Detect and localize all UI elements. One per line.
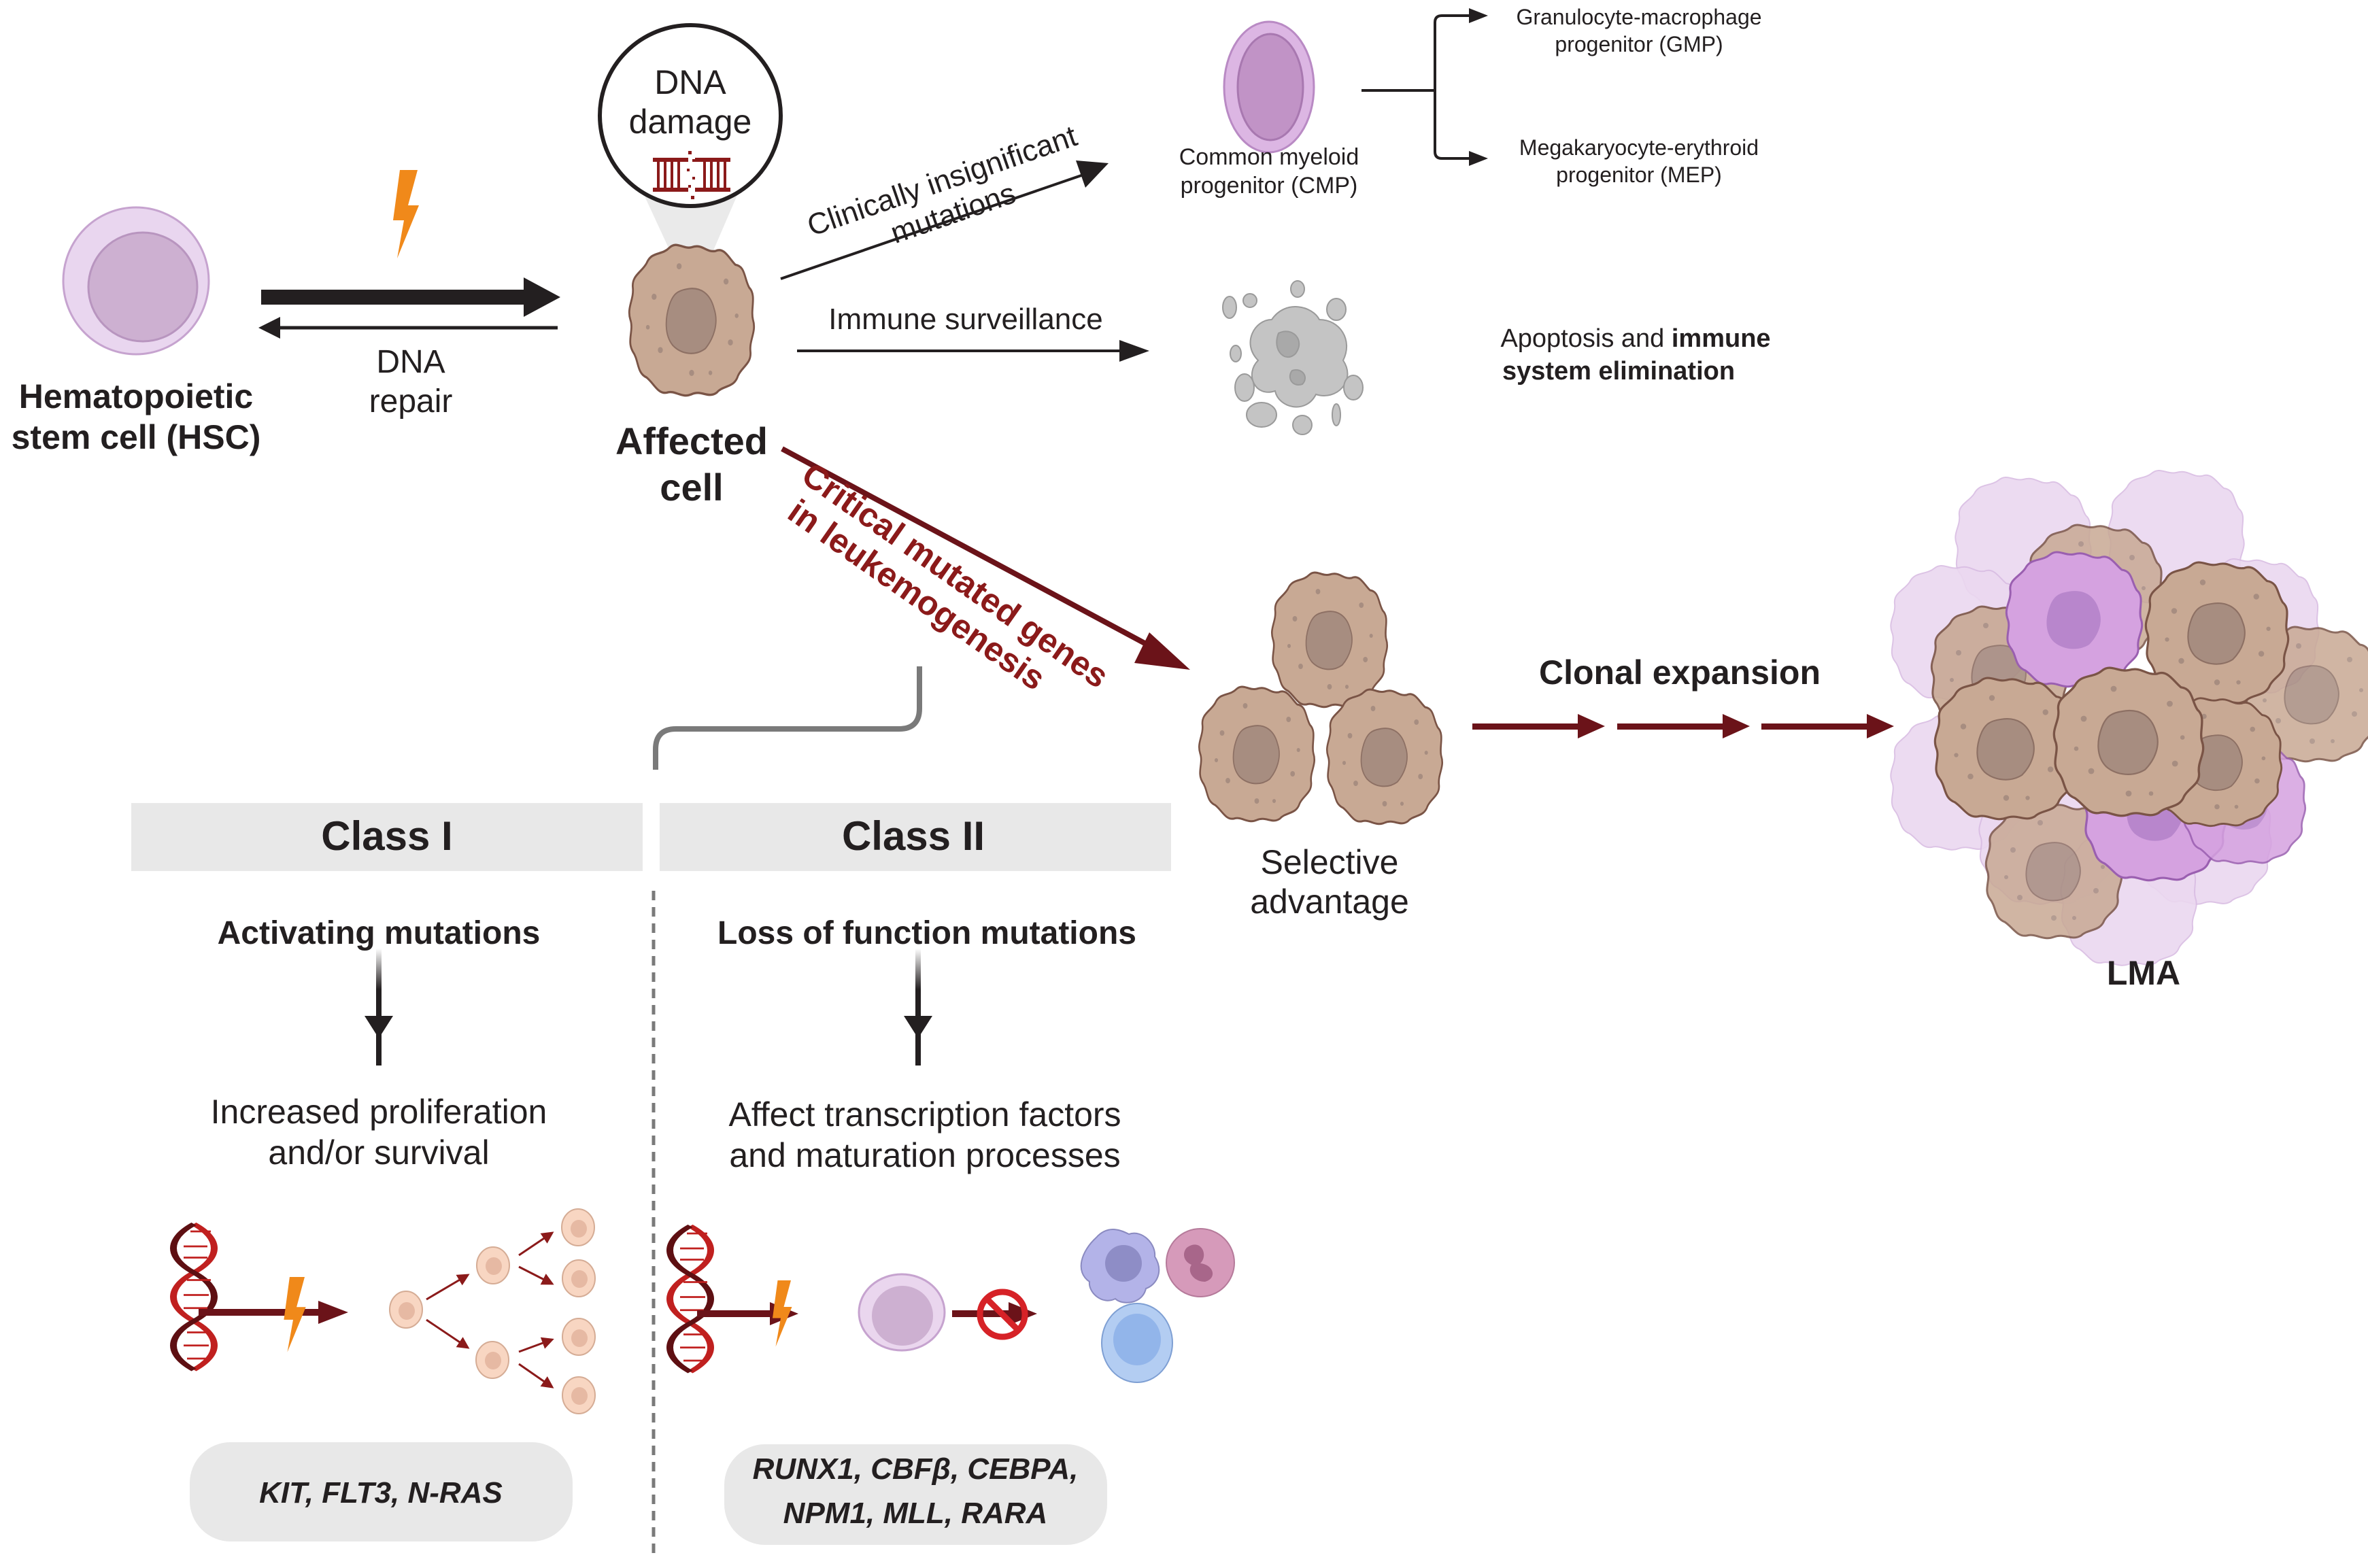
- cmp-inner: [1236, 33, 1304, 141]
- dna-damage-callout: [598, 23, 783, 208]
- class-two-genes-line2: NPM1, MLL, RARA: [783, 1497, 1048, 1530]
- hsc-cell-icon: [62, 206, 210, 356]
- mep-label-line2: progenitor (MEP): [1556, 163, 1722, 187]
- prohibited-icon: [977, 1289, 1028, 1340]
- cmp-branch-bracket: [1361, 14, 1472, 160]
- dna-damage-label-line1: DNA: [654, 63, 726, 101]
- class-two-header: Class II: [842, 813, 985, 859]
- class-two-effect-line2: and maturation processes: [729, 1136, 1120, 1174]
- damage-forward-arrow: [261, 277, 560, 317]
- selective-cell-top-icon: [1270, 571, 1389, 709]
- class-two-genes-line1: RUNX1, CBFβ, CEBPA,: [753, 1452, 1079, 1486]
- class-one-header: Class I: [321, 813, 452, 859]
- blast-cell-icon: [858, 1273, 946, 1352]
- class-one-genes: KIT, FLT3, N-RAS: [259, 1476, 503, 1510]
- gmp-arrowhead: [1469, 8, 1488, 23]
- dna-repair-back-arrow: [258, 317, 558, 339]
- clonal-expansion-label: Clonal expansion: [1539, 653, 1821, 692]
- critical-label-line1: Critical mutated genes: [795, 455, 1115, 695]
- cmp-label-line2: progenitor (CMP): [1181, 173, 1358, 199]
- class-one-header-bg: [131, 803, 643, 871]
- insignificant-branch-arrow: [780, 160, 1109, 280]
- selective-label-line2: advantage: [1250, 883, 1409, 921]
- class-one-lightning-icon: [284, 1277, 306, 1352]
- mature-cells-icon: [1080, 1228, 1235, 1383]
- class-one-subtitle: Activating mutations: [218, 915, 541, 951]
- dna-damage-label-line2: damage: [629, 103, 752, 141]
- apoptotic-cell-icon: [1222, 280, 1364, 435]
- critical-branch-arrow: [781, 446, 1190, 670]
- lma-label: LMA: [2107, 954, 2180, 992]
- affected-cell-label-line2: cell: [660, 466, 723, 509]
- apoptosis-label-line1: Apoptosis and immune: [1500, 324, 1770, 353]
- class-one-effect-line2: and/or survival: [268, 1134, 489, 1172]
- class-one-dna-icon: [173, 1224, 214, 1370]
- lightning-icon: [393, 170, 419, 258]
- class-two-header-bg: [660, 803, 1171, 871]
- class-two-dna-icon: [670, 1226, 711, 1372]
- apoptosis-label-line2: system elimination: [1502, 357, 1735, 386]
- immune-label: Immune surveillance: [828, 303, 1103, 336]
- broken-dna-icon: [653, 151, 730, 199]
- class-two-genes-box: [724, 1444, 1107, 1545]
- affected-cell-label-line1: Affected: [615, 420, 768, 462]
- immune-branch-arrow: [797, 340, 1149, 362]
- class-connector-bracket: [653, 666, 922, 770]
- cmp-label-line1: Common myeloid: [1179, 144, 1359, 170]
- hsc-label-line2: stem cell (HSC): [12, 418, 261, 456]
- class-two-effect-line1: Affect transcription factors: [728, 1095, 1121, 1134]
- class-one-down-arrow: [365, 949, 393, 1066]
- proliferation-tree-icon: [389, 1208, 596, 1414]
- apoptosis-label-normal: Apoptosis and: [1500, 324, 1671, 353]
- selective-cell-left-icon: [1198, 685, 1316, 823]
- dna-repair-label-line2: repair: [369, 384, 453, 420]
- gmp-label-line1: Granulocyte-macrophage: [1516, 5, 1761, 29]
- class-two-lightning-icon: [773, 1280, 792, 1347]
- apoptosis-label-bold: immune: [1672, 324, 1771, 353]
- class-one-genes-box: [190, 1442, 573, 1541]
- lma-cluster-icon: [1890, 469, 2368, 966]
- affected-cell-icon: [628, 243, 756, 397]
- mep-label-line1: Megakaryocyte-erythroid: [1519, 135, 1759, 160]
- class-two-subtitle: Loss of function mutations: [717, 915, 1136, 951]
- gmp-label-line2: progenitor (GMP): [1555, 32, 1723, 56]
- class-two-down-arrow: [904, 949, 932, 1066]
- mep-arrowhead: [1469, 151, 1488, 166]
- clonal-expansion-arrows: [1472, 714, 1894, 738]
- hsc-label-line1: Hematopoietic: [19, 377, 254, 415]
- dna-repair-label-line1: DNA: [376, 344, 445, 380]
- selective-cell-right-icon: [1325, 688, 1444, 825]
- selective-label-line1: Selective: [1261, 843, 1399, 881]
- class-one-effect-line1: Increased proliferation: [211, 1093, 547, 1131]
- class-one-mutation-arrow: [199, 1301, 348, 1324]
